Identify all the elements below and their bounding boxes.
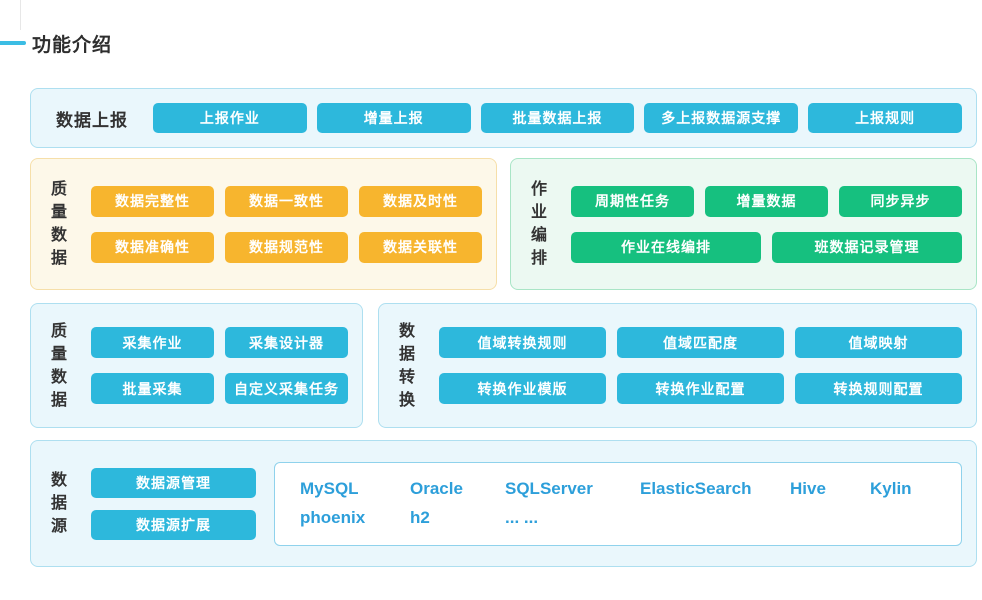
feature-block: 作业在线编排 [571,231,761,263]
feature-block-grid: 数据完整性 数据一致性 数据及时性 数据准确性 数据规范性 数据关联性 [91,185,482,263]
feature-block: 转换作业配置 [617,373,784,404]
feature-block: 值域匹配度 [617,327,784,358]
feature-block: 数据完整性 [91,185,214,217]
section-label: 质量数据 [50,181,67,267]
feature-block-row: 转换作业模版 转换作业配置 转换规则配置 [439,373,962,404]
feature-block: 数据及时性 [359,185,482,217]
feature-block: 班数据记录管理 [772,231,962,263]
feature-block-grid: 值域转换规则 值域匹配度 值域映射 转换作业模版 转换作业配置 转换规则配置 [439,327,962,404]
feature-block: 转换规则配置 [795,373,962,404]
feature-block: 数据关联性 [359,231,482,263]
feature-block-row: 数据准确性 数据规范性 数据关联性 [91,231,482,263]
title-dash-icon [0,41,26,45]
feature-block: 值域映射 [795,327,962,358]
row-collection-transform: 质量数据 采集作业 采集设计器 批量采集 自定义采集任务 数据转换 值 [30,303,977,428]
feature-block: 批量数据上报 [480,103,635,133]
feature-block: 批量采集 [91,373,214,404]
feature-block: 周期性任务 [571,185,694,217]
feature-block: 上报规则 [808,103,962,133]
feature-block: 多上报数据源支撑 [644,103,799,133]
database-name: phoenix [300,508,366,527]
database-name: MySQL [300,479,359,498]
section-label: 数据上报 [56,110,128,130]
section-label: 数据转换 [398,322,415,409]
section-collection: 质量数据 采集作业 采集设计器 批量采集 自定义采集任务 [30,303,363,428]
feature-block: 同步异步 [839,185,962,217]
feature-block: 值域转换规则 [439,327,606,358]
feature-block-grid: 采集作业 采集设计器 批量采集 自定义采集任务 [91,327,348,404]
database-name: h2 [410,508,430,527]
section-datasource: 数据源 数据源管理 数据源扩展 MySQL Oracle SQLServer E… [30,440,977,567]
section-data-transform: 数据转换 值域转换规则 值域匹配度 值域映射 转换作业模版 转换作业配置 转换规… [378,303,977,428]
section-label: 质量数据 [50,322,67,409]
feature-block: 自定义采集任务 [225,373,348,404]
section-label: 作业编排 [530,181,547,267]
database-name: Hive [790,479,826,498]
feature-block: 增量数据 [705,185,828,217]
database-name: ElasticSearch [640,479,752,498]
feature-block-row: 采集作业 采集设计器 [91,327,348,358]
database-name: Kylin [870,479,912,498]
feature-block-row: 值域转换规则 值域匹配度 值域映射 [439,327,962,358]
decor-vertical-line [20,0,21,30]
database-name: ... ... [505,508,539,527]
section-quality-data: 质量数据 数据完整性 数据一致性 数据及时性 数据准确性 数据规范性 数据关联性 [30,158,497,290]
feature-block-row: 批量采集 自定义采集任务 [91,373,348,404]
main-content: 数据上报 上报作业 增量上报 批量数据上报 多上报数据源支撑 上报规则 质量数据… [30,88,977,567]
feature-block-column: 数据源管理 数据源扩展 [91,467,256,540]
section-job-orchestration: 作业编排 周期性任务 增量数据 同步异步 作业在线编排 班数据记录管理 [510,158,977,290]
feature-block-row: 作业在线编排 班数据记录管理 [571,231,962,263]
database-list: MySQL Oracle SQLServer ElasticSearch Hiv… [274,461,962,546]
feature-block: 数据一致性 [225,185,348,217]
feature-block: 上报作业 [153,103,307,133]
section-data-reporting: 数据上报 上报作业 增量上报 批量数据上报 多上报数据源支撑 上报规则 [30,88,977,148]
page-title: 功能介绍 [32,35,113,56]
feature-block: 增量上报 [316,103,471,133]
database-name: SQLServer [505,479,593,498]
feature-block: 采集作业 [91,327,214,358]
feature-block: 采集设计器 [225,327,348,358]
section-label: 数据源 [50,472,67,535]
feature-block: 数据规范性 [225,231,348,263]
feature-block: 转换作业模版 [439,373,606,404]
feature-block: 数据源管理 [91,467,256,498]
feature-block-row: 上报作业 增量上报 批量数据上报 多上报数据源支撑 上报规则 [153,103,962,133]
feature-block-grid: 周期性任务 增量数据 同步异步 作业在线编排 班数据记录管理 [571,185,962,263]
feature-block: 数据准确性 [91,231,214,263]
row-quality-orchestration: 质量数据 数据完整性 数据一致性 数据及时性 数据准确性 数据规范性 数据关联性… [30,158,977,290]
feature-block-row: 周期性任务 增量数据 同步异步 [571,185,962,217]
feature-block-row: 数据完整性 数据一致性 数据及时性 [91,185,482,217]
feature-block: 数据源扩展 [91,509,256,540]
database-name: Oracle [410,479,463,498]
